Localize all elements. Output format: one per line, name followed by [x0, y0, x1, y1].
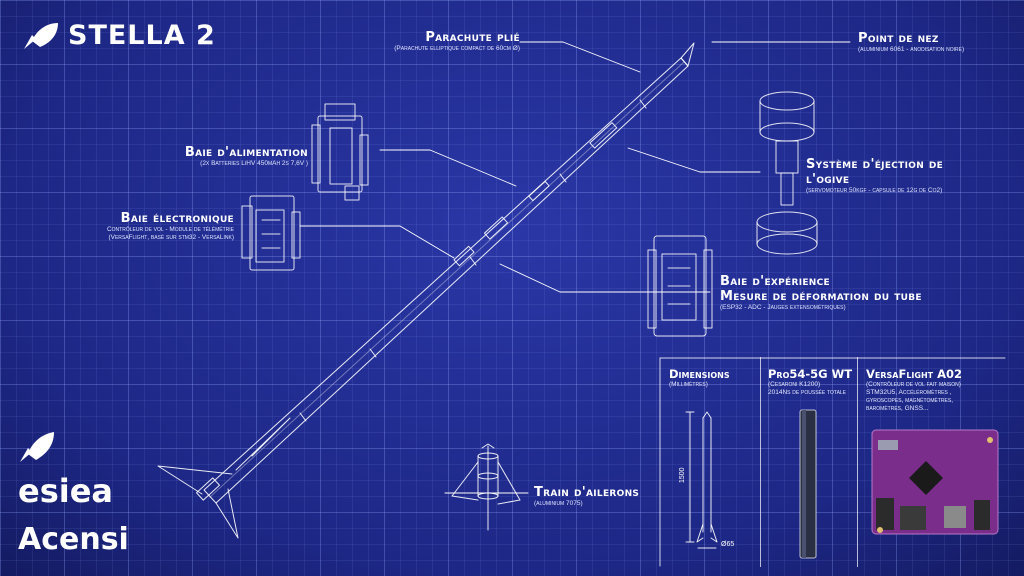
dimensions-rocket-drawing [685, 411, 718, 549]
callout-electronics-bay-sub2: (VersaFlight, basé sur stm32 - VersaLink… [108, 234, 234, 241]
callout-fin-train-sub: (aluminium 7075) [534, 500, 583, 507]
electronics-bay-drawing [241, 195, 301, 271]
fin-train-drawing [451, 443, 521, 531]
callout-fin-train-title: Train d'ailerons [534, 485, 640, 500]
versaflight-board-drawing [871, 429, 999, 535]
panel-motor-sub1: (Cesaroni K1200) [768, 381, 821, 388]
callout-nose-title: Point de nez [858, 31, 939, 46]
callout-ejection-sub: (servomoteur 50kgf - capsule de 12g de C… [806, 187, 943, 194]
callout-electronics-bay-title: Baie électronique [120, 211, 234, 226]
panel-dimensions-title: Dimensions [669, 367, 730, 381]
callout-ejection: Système d'éjection de l'ogive (servomote… [806, 157, 956, 195]
callout-electronics-bay: Baie électronique Contrôleur de vol - Mo… [70, 211, 234, 242]
callout-nose-sub: (aluminium 6061 - anodisation noire) [858, 46, 965, 53]
panel-board-sub3: gyroscopes, magnétomètres, [866, 397, 954, 404]
panel-dimensions-length: 1500 [679, 467, 686, 483]
motor-drawing [799, 409, 817, 559]
callout-experiment-bay-title2: Mesure de déformation du tube [720, 289, 922, 304]
sponsor-rocket-icon [20, 432, 54, 462]
callout-electronics-bay-sub1: Contrôleur de vol - Module de télémétrie [106, 226, 234, 233]
sponsor-acensi-logo: Acensi [18, 522, 129, 557]
panel-dimensions-sub: (Millimètres) [669, 381, 708, 388]
panel-dimensions-diameter: Ø65 [721, 541, 735, 548]
panel-board: VersaFlight A02 (Contrôleur de vol fait … [857, 357, 1008, 567]
sponsor-esiea-logo: esiea [18, 472, 114, 510]
callout-parachute-title: Parachute plié [425, 30, 520, 45]
callout-power-bay-title: Baie d'alimentation [184, 145, 308, 160]
power-bay-drawing [311, 103, 369, 201]
brand-header: STELLA 2 [22, 20, 216, 51]
rocket-fins [157, 417, 291, 539]
panel-motor-title: Pro54-5G WT [768, 367, 853, 381]
experiment-bay-drawing [647, 235, 713, 337]
rocket-body [203, 42, 695, 504]
callout-fin-train: Train d'ailerons (aluminium 7075) [534, 485, 639, 508]
callout-nose: Point de nez (aluminium 6061 - anodisati… [858, 31, 964, 54]
panel-motor-sub2: 2014Ns de poussée totale [768, 389, 847, 396]
callout-experiment-bay-sub: (ESP32 - ADC - Jauges extensométriques) [720, 304, 846, 311]
panel-dimensions: Dimensions (Millimètres) 1500 Ø65 [661, 357, 759, 567]
panel-board-title: VersaFlight A02 [866, 367, 963, 381]
rocket-logo-icon [24, 22, 58, 49]
panel-board-sub1: (Contrôleur de vol fait maison) [866, 381, 961, 388]
panel-motor: Pro54-5G WT (Cesaroni K1200) 2014Ns de p… [760, 357, 857, 567]
panels-frame [659, 357, 1006, 567]
brand-name: STELLA 2 [68, 20, 216, 51]
callout-experiment-bay-title1: Baie d'expérience [720, 274, 830, 289]
callout-lines [299, 41, 851, 494]
ejection-system-drawing [756, 91, 818, 255]
callout-parachute: Parachute plié (Parachute elliptique com… [380, 30, 520, 53]
panel-board-sub2: STM32U5, Accéléromètres , [866, 389, 952, 396]
callout-power-bay-sub: (2x Batteries LiHV 450mAh 2s 7,6V ) [200, 160, 308, 167]
callout-power-bay: Baie d'alimentation (2x Batteries LiHV 4… [150, 145, 308, 168]
callout-experiment-bay: Baie d'expérience Mesure de déformation … [720, 274, 922, 312]
callout-ejection-title: Système d'éjection de l'ogive [806, 157, 944, 187]
panel-board-sub4: baromètres, GNSS... [866, 405, 929, 412]
callout-parachute-sub: (Parachute elliptique compact de 60cm Ø) [394, 45, 520, 52]
